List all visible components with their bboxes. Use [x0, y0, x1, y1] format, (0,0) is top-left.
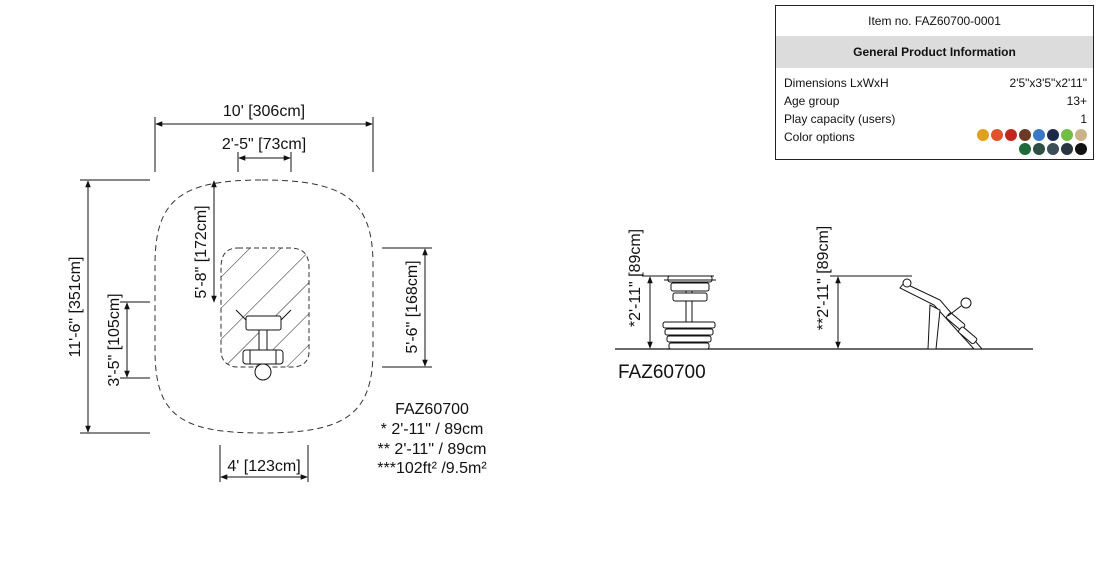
info-row-play-capacity: Play capacity (users) 1 [784, 110, 1087, 128]
color-swatch [1047, 143, 1059, 155]
plan-note-1: * 2'-11" / 89cm [381, 421, 484, 438]
elevation-product-code: FAZ60700 [618, 362, 706, 383]
info-row-dimensions: Dimensions LxWxH 2'5"x3'5"x2'11" [784, 74, 1087, 92]
color-swatch [1019, 129, 1031, 141]
color-swatch [1005, 129, 1017, 141]
item-number: Item no. FAZ60700-0001 [868, 14, 1001, 28]
color-swatch [977, 129, 989, 141]
safety-zone-outline [154, 179, 374, 434]
color-swatch-row [1019, 143, 1087, 155]
plan-note-2: ** 2'-11" / 89cm [378, 441, 487, 458]
front-elevation-equipment [662, 275, 716, 350]
fall-zone-hatched [220, 247, 310, 368]
equipment-length-label: 3'-5" [105cm] [106, 293, 123, 386]
section-title: General Product Information [776, 36, 1093, 68]
side-height-label: **2'-11" [89cm] [815, 226, 832, 330]
fall-depth-label: 5'-8" [172cm] [193, 205, 210, 298]
equipment-width-label: 2'-5" [73cm] [222, 136, 306, 153]
color-swatch [991, 129, 1003, 141]
info-label: Play capacity (users) [784, 112, 896, 126]
info-value: 1 [1080, 112, 1087, 126]
info-row-color-options: Color options [784, 128, 1087, 155]
fall-length-label: 5'-6" [168cm] [404, 260, 421, 353]
color-swatch [1075, 143, 1087, 155]
equipment-top-view [235, 309, 292, 381]
info-label: Color options [784, 130, 855, 144]
elevation-view: *2'-11" [89cm] **2'-11" [89cm] [615, 226, 1033, 383]
plan-view: 10' [306cm] 2'-5" [73cm] 11'-6" [351cm] … [67, 103, 487, 482]
total-width-label: 10' [306cm] [223, 103, 305, 120]
color-swatch-row [977, 129, 1087, 141]
plan-product-code: FAZ60700 [395, 401, 469, 418]
info-value: 2'5"x3'5"x2'11" [1009, 76, 1087, 90]
color-swatches [977, 129, 1087, 155]
plan-note-3: ***102ft² /9.5m² [377, 460, 487, 477]
bottom-width-label: 4' [123cm] [227, 458, 300, 475]
product-info-table: Item no. FAZ60700-0001 General Product I… [775, 5, 1094, 160]
color-swatch [1033, 143, 1045, 155]
total-length-label: 11'-6" [351cm] [67, 257, 84, 358]
info-value: 13+ [1066, 94, 1087, 108]
color-swatch [1061, 129, 1073, 141]
color-swatch [1061, 143, 1073, 155]
info-label: Dimensions LxWxH [784, 76, 889, 90]
info-row-age-group: Age group 13+ [784, 92, 1087, 110]
front-height-label: *2'-11" [89cm] [627, 229, 644, 327]
color-swatch [1075, 129, 1087, 141]
info-rows: Dimensions LxWxH 2'5"x3'5"x2'11" Age gro… [776, 68, 1093, 155]
side-elevation-equipment [899, 278, 984, 350]
color-swatch [1047, 129, 1059, 141]
color-swatch [1019, 143, 1031, 155]
info-label: Age group [784, 94, 840, 108]
color-swatch [1033, 129, 1045, 141]
